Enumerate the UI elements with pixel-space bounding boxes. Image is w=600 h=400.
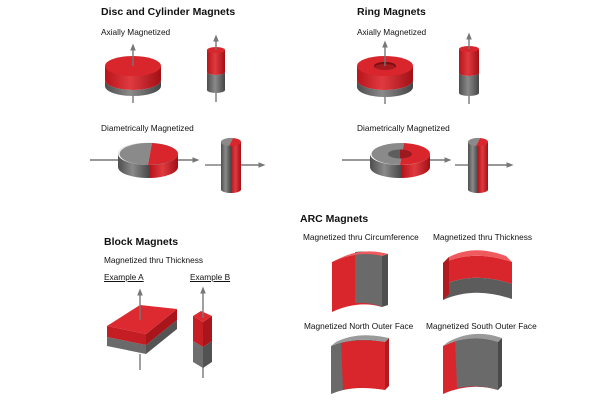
block-example-a-label: Example A <box>104 272 144 282</box>
disc-diametric-magnet <box>90 142 200 179</box>
disc-diametric-label: Diametrically Magnetized <box>101 123 194 133</box>
ring-diametric-label: Diametrically Magnetized <box>357 123 450 133</box>
block-example-a-magnet <box>107 288 177 370</box>
arc-title: ARC Magnets <box>300 213 369 225</box>
block-example-b-magnet <box>193 286 212 378</box>
arc-thickness-label: Magnetized thru Thickness <box>433 232 532 242</box>
ring-axial-label: Axially Magnetized <box>357 27 427 37</box>
cylinder-axial-magnet <box>207 34 225 102</box>
block-title: Block Magnets <box>104 236 179 248</box>
arc-circumference-label: Magnetized thru Circumference <box>303 232 419 242</box>
ring-title: Ring Magnets <box>357 6 426 18</box>
arc-south-outer-label: Magnetized South Outer Face <box>426 321 537 331</box>
arc-north-outer-magnet <box>331 335 389 394</box>
ring-cylinder-diametric-magnet <box>455 137 514 194</box>
ring-cylinder-axial-magnet <box>459 32 479 104</box>
block-subtitle: Magnetized thru Thickness <box>104 255 203 265</box>
arc-circumference-magnet <box>332 251 388 312</box>
ring-diametric-magnet <box>342 142 452 179</box>
ring-axial-magnet <box>357 40 413 104</box>
block-example-b-label: Example B <box>190 272 231 282</box>
cylinder-diametric-magnet <box>205 137 266 194</box>
arc-north-outer-label: Magnetized North Outer Face <box>304 321 414 331</box>
arc-thickness-magnet <box>443 250 512 300</box>
disc-axial-label: Axially Magnetized <box>101 27 171 37</box>
disc-axial-magnet <box>105 43 161 103</box>
arc-south-outer-magnet <box>443 333 502 394</box>
disc-cylinder-title: Disc and Cylinder Magnets <box>101 6 236 18</box>
